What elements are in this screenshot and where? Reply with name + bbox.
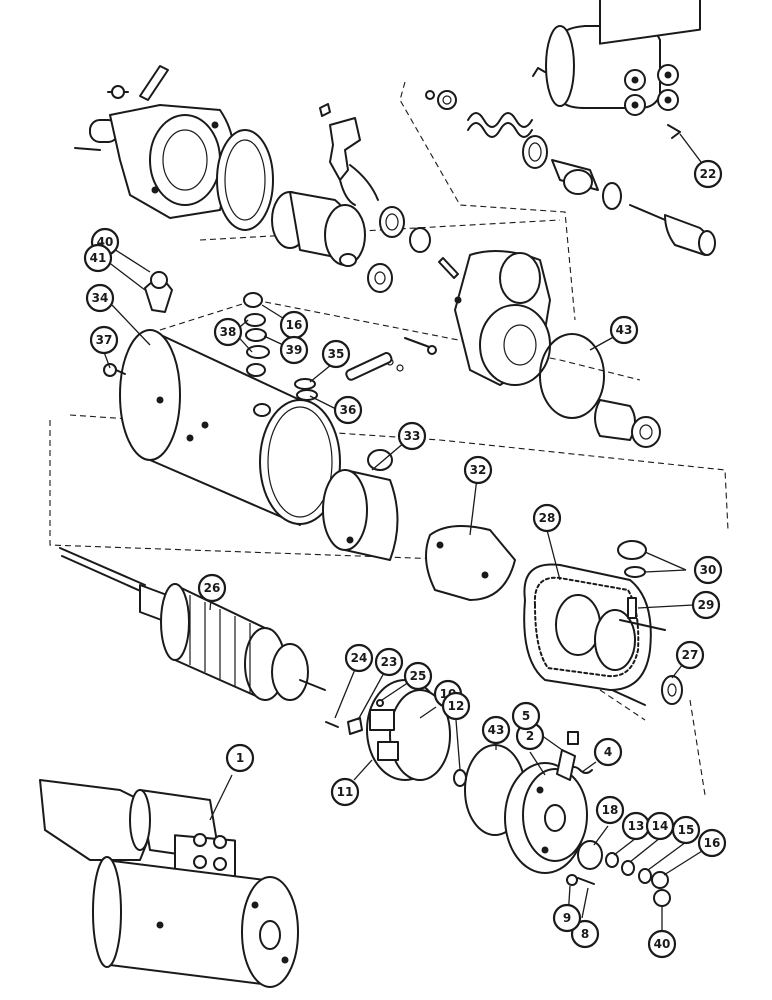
- callout-4-label: 4: [604, 745, 612, 759]
- callout-26: 26: [197, 573, 227, 603]
- pole-shoe-33: [322, 449, 399, 561]
- callout-25: 25: [403, 661, 433, 691]
- callout-35: 35: [321, 339, 351, 369]
- callout-43-lower-label: 43: [488, 723, 505, 737]
- callout-37: 37: [89, 325, 119, 355]
- callout-11: 11: [330, 777, 360, 807]
- pinion-clutch-assembly: [271, 191, 459, 293]
- callout-30: 30: [693, 555, 723, 585]
- callout-34: 34: [85, 283, 115, 313]
- callout-14: 14: [645, 811, 675, 841]
- callout-34-label: 34: [92, 291, 109, 305]
- solenoid-switch: [425, 0, 701, 139]
- callout-33: 33: [397, 421, 427, 451]
- callout-41-label: 41: [90, 251, 107, 265]
- callout-9-label: 9: [563, 911, 571, 925]
- callout-18: 18: [595, 795, 625, 825]
- callout-36-label: 36: [340, 403, 357, 417]
- callout-29: 29: [691, 590, 721, 620]
- callout-33-label: 33: [404, 429, 421, 443]
- callout-41: 41: [83, 243, 113, 273]
- o-ring-and-bushings: [539, 333, 661, 448]
- callout-22-label: 22: [700, 167, 717, 181]
- callout-1: 1: [225, 743, 255, 773]
- callout-16-lower: 16: [697, 828, 727, 858]
- brush-holder-plate: [325, 679, 451, 781]
- callout-2-label: 2: [526, 729, 534, 743]
- callout-1-label: 1: [236, 751, 244, 765]
- terminal-hardware: [243, 292, 318, 401]
- callout-35-label: 35: [328, 347, 345, 361]
- callout-12-label: 12: [448, 699, 465, 713]
- callout-8: 8: [570, 919, 600, 949]
- callout-14-label: 14: [652, 819, 669, 833]
- callout-5-label: 5: [522, 709, 530, 723]
- callout-39-label: 39: [286, 343, 303, 357]
- callout-13: 13: [621, 811, 651, 841]
- callout-23: 23: [374, 647, 404, 677]
- callout-32: 32: [463, 455, 493, 485]
- callout-12: 12: [441, 691, 471, 721]
- callout-16-upper: 16: [279, 310, 309, 340]
- callout-40-lower-label: 40: [654, 937, 671, 951]
- callout-37-label: 37: [96, 333, 113, 347]
- washer-27: [661, 675, 683, 705]
- callout-32-label: 32: [470, 463, 487, 477]
- callout-16-lower-label: 16: [704, 836, 721, 850]
- callout-43-upper-label: 43: [616, 323, 633, 337]
- callout-16-upper-label: 16: [286, 318, 303, 332]
- callout-25-label: 25: [410, 669, 427, 683]
- callout-15: 15: [671, 815, 701, 845]
- callout-4: 4: [593, 737, 623, 767]
- callout-36: 36: [333, 395, 363, 425]
- callout-5: 5: [511, 701, 541, 731]
- callout-40-lower: 40: [647, 929, 677, 959]
- callout-30-label: 30: [700, 563, 717, 577]
- field-frame: [103, 271, 341, 526]
- starter-assembly: [39, 779, 299, 988]
- armature: [59, 547, 326, 701]
- callout-15-label: 15: [678, 823, 695, 837]
- shift-lever: [319, 103, 379, 206]
- callout-11-label: 11: [337, 785, 354, 799]
- end-cap-hardware: [566, 840, 671, 907]
- callout-18-label: 18: [602, 803, 619, 817]
- callout-9: 9: [552, 903, 582, 933]
- field-coils: [523, 540, 666, 706]
- callout-29-label: 29: [698, 598, 715, 612]
- drive-end-housing: [74, 65, 274, 231]
- callout-22: 22: [693, 159, 723, 189]
- callout-24-label: 24: [351, 651, 368, 665]
- callout-24: 24: [344, 643, 374, 673]
- callout-38: 38: [213, 317, 243, 347]
- lever-housing: [345, 250, 551, 386]
- callout-23-label: 23: [381, 655, 398, 669]
- callout-39: 39: [279, 335, 309, 365]
- callout-8-label: 8: [581, 927, 589, 941]
- callout-28: 28: [532, 503, 562, 533]
- plunger-parts: [467, 112, 716, 256]
- commutator-end-housing: [504, 731, 593, 874]
- callout-27-label: 27: [682, 648, 699, 662]
- callout-13-label: 13: [628, 819, 645, 833]
- callout-26-label: 26: [204, 581, 221, 595]
- callout-27: 27: [675, 640, 705, 670]
- callout-38-label: 38: [220, 325, 237, 339]
- pole-shoe-32: [425, 525, 516, 601]
- callout-43-upper: 43: [609, 315, 639, 345]
- callout-28-label: 28: [539, 511, 556, 525]
- callout-43-lower: 43: [481, 715, 511, 745]
